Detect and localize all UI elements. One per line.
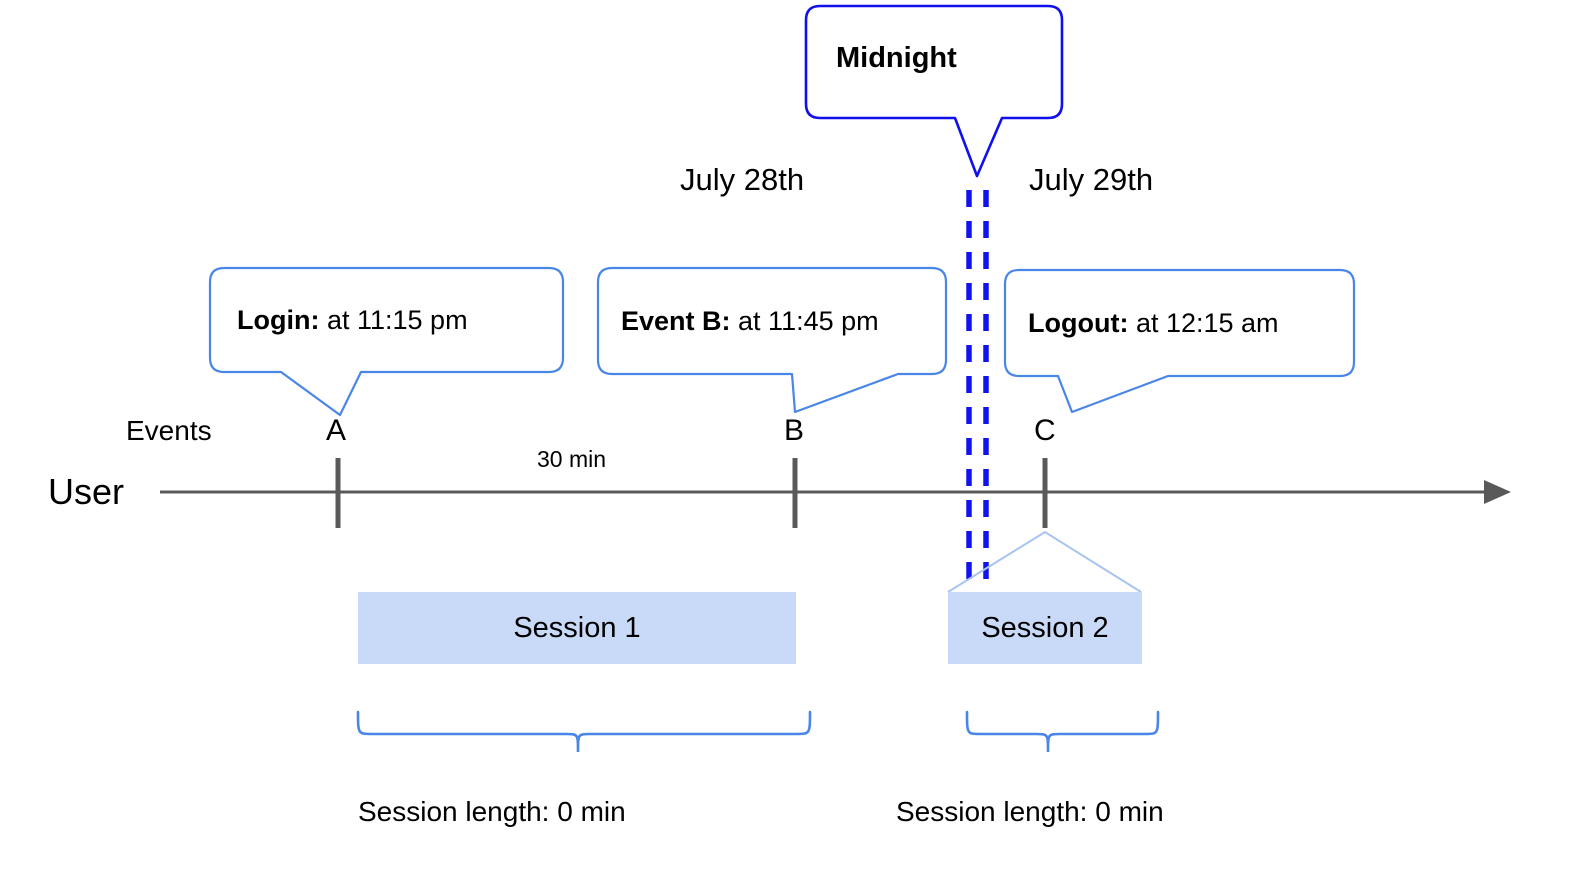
callout-lead-a: Login: — [237, 305, 320, 335]
callout-detail-c: at 12:15 am — [1128, 308, 1279, 338]
session-2-leader-lines — [947, 530, 1142, 593]
event-letter-c: C — [1034, 414, 1056, 447]
session-2-label: Session 2 — [981, 611, 1109, 644]
callout-lead-c: Logout: — [1028, 308, 1129, 338]
date-label-july-29: July 29th — [1029, 162, 1154, 197]
session-1-label: Session 1 — [513, 611, 641, 644]
session-2-length-label: Session length: 0 min — [896, 796, 1164, 827]
gap-duration-label: 30 min — [537, 446, 607, 472]
session-1-brace — [356, 710, 812, 753]
event-letter-a: A — [326, 414, 347, 447]
session-2-brace — [965, 710, 1160, 753]
callout-text-b: Event B: at 11:45 pm — [621, 308, 879, 335]
callout-shape-b — [596, 266, 948, 414]
midnight-callout-shape — [804, 4, 1064, 178]
callout-text-c: Logout: at 12:15 am — [1028, 310, 1279, 337]
session-1-box[interactable]: Session 1 — [358, 592, 796, 664]
callout-text-a: Login: at 11:15 pm — [237, 307, 468, 334]
midnight-label: Midnight — [836, 42, 957, 74]
callout-detail-a: at 11:15 pm — [319, 305, 468, 335]
date-label-july-28: July 28th — [680, 162, 805, 197]
user-row-label: User — [48, 471, 125, 512]
session-1-length-label: Session length: 0 min — [358, 796, 626, 827]
callout-shape-a — [208, 266, 565, 417]
callout-detail-b: at 11:45 pm — [730, 306, 879, 336]
events-row-label: Events — [126, 415, 212, 446]
callout-shape-c — [1003, 268, 1356, 414]
session-2-box[interactable]: Session 2 — [948, 592, 1142, 664]
callout-lead-b: Event B: — [621, 306, 731, 336]
event-letter-b: B — [784, 414, 805, 447]
